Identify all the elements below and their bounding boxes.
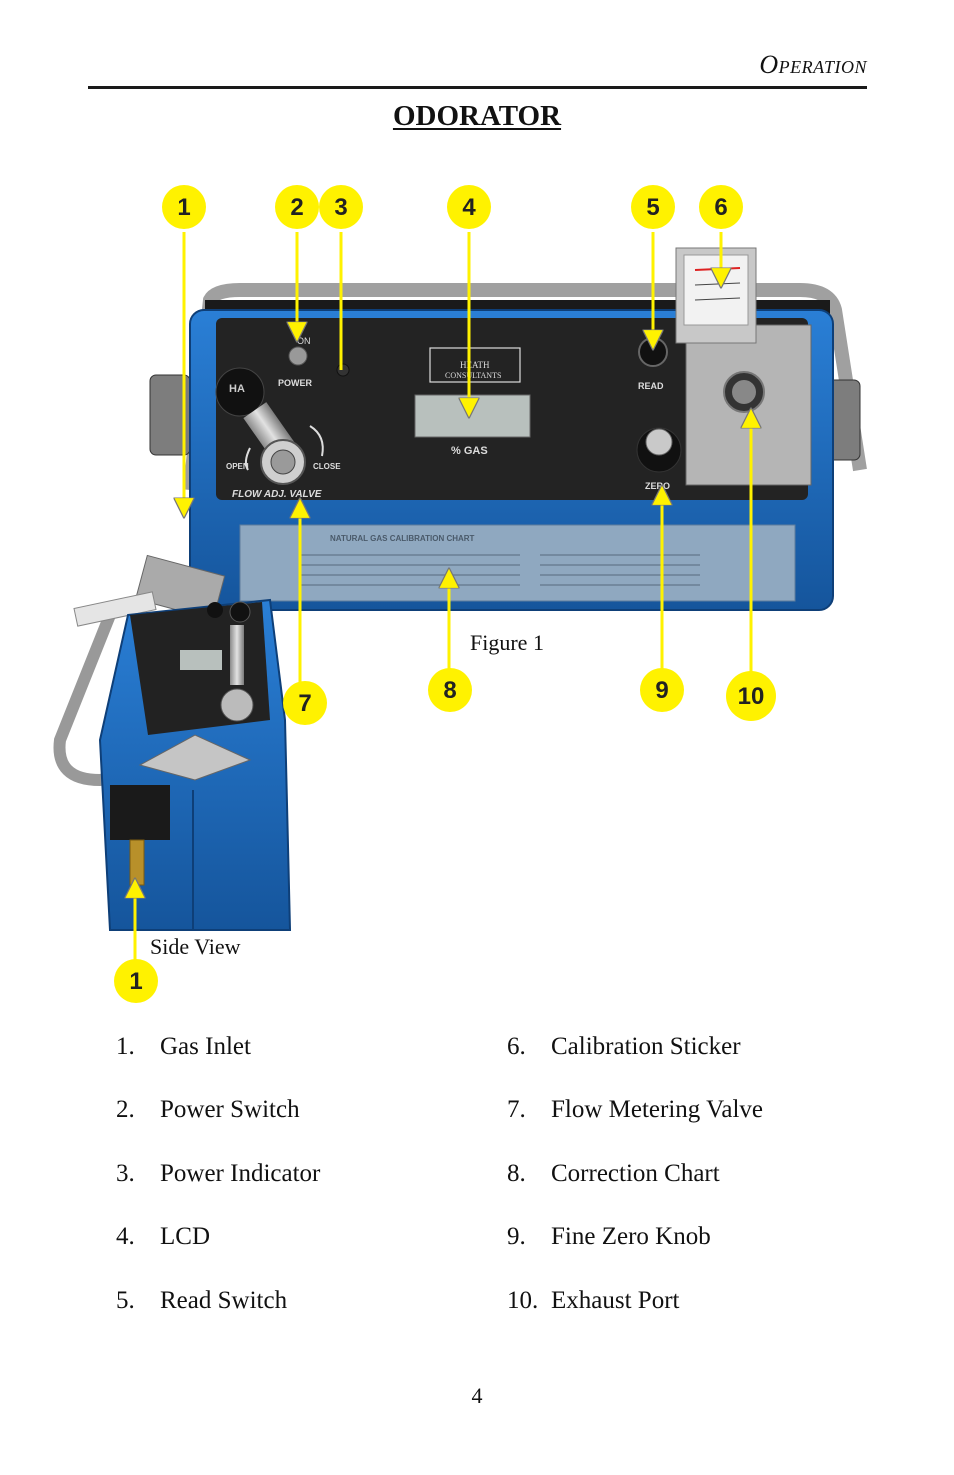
correction-chart bbox=[239, 524, 796, 602]
legend-item: 4.LCD bbox=[116, 1223, 210, 1250]
callout-1-label: 1 bbox=[177, 194, 190, 221]
callout-5-label: 5 bbox=[646, 194, 659, 221]
svg-text:HA: HA bbox=[229, 383, 245, 395]
close-arrow-icon bbox=[309, 425, 324, 457]
callout-side-1-label: 1 bbox=[129, 968, 142, 995]
power-indicator-led bbox=[336, 363, 350, 377]
close-label: CLOSE bbox=[313, 462, 341, 471]
legend-item: 9.Fine Zero Knob bbox=[507, 1223, 711, 1250]
read-label: READ bbox=[638, 381, 664, 391]
callout-3-label: 3 bbox=[334, 194, 347, 221]
callout-10-label: 10 bbox=[738, 683, 765, 710]
side-handle bbox=[53, 612, 152, 787]
legend-item: 6.Calibration Sticker bbox=[507, 1033, 741, 1060]
legend-item: 5.Read Switch bbox=[116, 1287, 288, 1314]
callout-9-label: 9 bbox=[655, 677, 668, 704]
open-arrow-icon bbox=[244, 447, 251, 471]
brand-line1: HEATH bbox=[460, 360, 490, 370]
legend-item: 2.Power Switch bbox=[116, 1096, 300, 1123]
callout-8-label: 8 bbox=[443, 677, 456, 704]
callout-6-label: 6 bbox=[714, 194, 727, 221]
page-number: 4 bbox=[471, 1383, 483, 1408]
page-title: ODORATOR bbox=[392, 100, 562, 132]
callout-2-label: 2 bbox=[290, 194, 303, 221]
power-label: POWER bbox=[278, 378, 313, 388]
legend-item: 3.Power Indicator bbox=[116, 1160, 321, 1187]
valve-label: FLOW ADJ. VALVE bbox=[232, 489, 322, 500]
legend-item: 1.Gas Inlet bbox=[116, 1033, 251, 1060]
callout-8 bbox=[428, 668, 472, 712]
callout-7 bbox=[283, 681, 327, 725]
callout-6 bbox=[699, 185, 743, 229]
gas-inlet-fitting bbox=[129, 839, 145, 886]
side-view-caption: Side View bbox=[150, 934, 241, 959]
callout-9 bbox=[640, 668, 684, 712]
lcd-display bbox=[414, 394, 531, 438]
chart-title: NATURAL GAS CALIBRATION CHART bbox=[330, 534, 475, 543]
callout-2 bbox=[275, 185, 319, 229]
read-switch[interactable] bbox=[638, 337, 668, 367]
callout-10 bbox=[726, 671, 776, 721]
power-switch[interactable] bbox=[288, 346, 308, 366]
page-header: OPERATION bbox=[88, 48, 867, 89]
lcd-label: % GAS bbox=[451, 445, 488, 457]
callout-3 bbox=[319, 185, 363, 229]
section-title: OPERATION bbox=[759, 50, 867, 79]
zero-label: ZERO bbox=[645, 481, 670, 491]
heath-logo bbox=[429, 347, 521, 383]
legend-item: 8.Correction Chart bbox=[507, 1160, 720, 1187]
callout-5 bbox=[631, 185, 675, 229]
callout-4-label: 4 bbox=[462, 194, 476, 221]
callout-7-label: 7 bbox=[298, 690, 311, 717]
calibration-sticker bbox=[683, 254, 749, 326]
device-side-view bbox=[53, 554, 292, 931]
callout-1 bbox=[162, 185, 206, 229]
figure-caption: Figure 1 bbox=[470, 630, 544, 655]
legend-item: 10.Exhaust Port bbox=[507, 1287, 680, 1314]
open-label: OPEN bbox=[226, 462, 249, 471]
legend-item: 7.Flow Metering Valve bbox=[507, 1096, 764, 1123]
valve-knob[interactable] bbox=[215, 367, 265, 417]
callout-4 bbox=[447, 185, 491, 229]
carry-handle bbox=[183, 283, 867, 491]
device-front-view: ON POWER HA OPEN CLOSE FLOW ADJ. VALVE H… bbox=[149, 247, 867, 611]
callouts: 1 2 3 4 5 6 7 8 9 10 1 bbox=[114, 185, 776, 1003]
brand-line2: CONSULTANTS bbox=[445, 371, 501, 380]
side-connector-block bbox=[110, 785, 170, 840]
callout-arrows bbox=[135, 232, 751, 960]
callout-side-1 bbox=[114, 959, 158, 1003]
power-on-label: ON bbox=[297, 336, 311, 346]
